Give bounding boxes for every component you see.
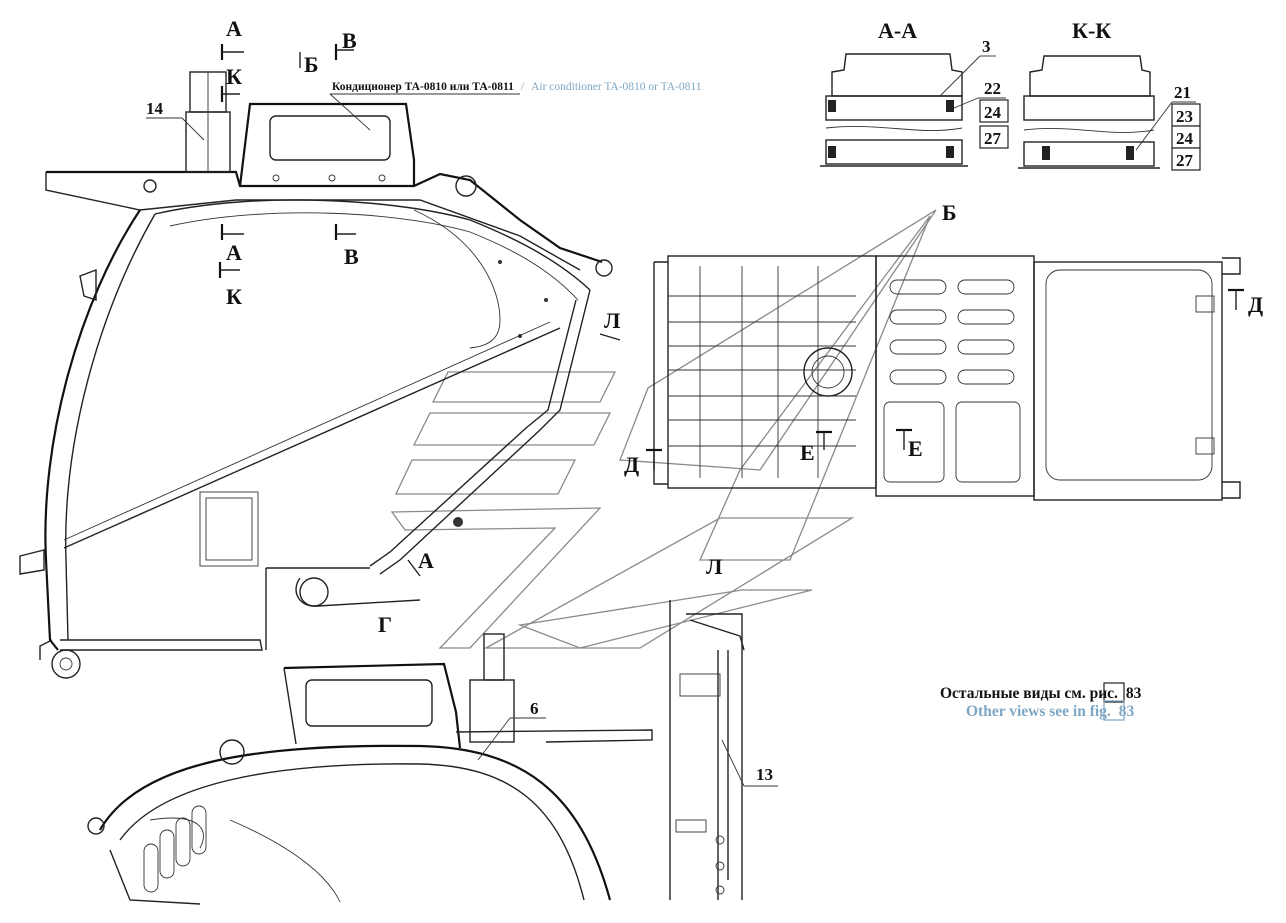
caption-separator: / — [521, 81, 525, 93]
note-ru-ref-box — [1103, 682, 1125, 703]
position-24a: 24 — [984, 103, 1002, 122]
position-23: 23 — [1176, 107, 1193, 126]
caption-en: Air conditioner TA-0810 or TA-0811 — [531, 81, 702, 93]
note-ru: Остальные виды см. рис. 83 — [940, 685, 1142, 702]
note-en-ref: 83 — [1119, 703, 1135, 720]
position-box-24a — [979, 99, 1009, 123]
view-g-detail — [87, 633, 653, 905]
cab-top-view — [653, 255, 1241, 501]
note-en-ref-box — [1103, 700, 1125, 721]
view-letter-d-left: Д — [624, 452, 639, 477]
position-22: 22 — [984, 79, 1001, 98]
position-box-27b — [1171, 147, 1201, 171]
view-letter-l-bottom: Л — [706, 554, 723, 579]
cab-side-view — [19, 71, 613, 679]
leader-lines — [146, 55, 1196, 787]
section-title-k-k: К-К — [1072, 18, 1111, 43]
position-6: 6 — [530, 699, 539, 718]
watermark-logo — [390, 209, 937, 649]
position-27b: 27 — [1176, 151, 1194, 170]
view-l-detail — [669, 600, 745, 900]
view-letter-b-right: Б — [942, 200, 957, 225]
view-letter-a-low: А — [418, 548, 434, 573]
note-ru-ref: 83 — [1126, 685, 1142, 702]
position-box-27a — [979, 125, 1009, 149]
view-letter-v-top: В — [342, 28, 357, 53]
view-letter-a-mid: А — [226, 240, 242, 265]
view-letter-e-left: Е — [800, 440, 815, 465]
view-letter-d-right: Д — [1248, 292, 1263, 317]
caption: Кондиционер ТА-0810 или ТА-0811 / Air co… — [332, 77, 702, 94]
position-3: 3 — [982, 37, 991, 56]
view-letter-k-mid: К — [226, 284, 242, 309]
section-title-a-a: А-А — [878, 18, 917, 43]
view-letter-l-right: Л — [604, 308, 621, 333]
note-ru-text: Остальные виды см. рис. — [940, 685, 1118, 702]
view-letter-a-top: А — [226, 16, 242, 41]
view-letter-e-right: Е — [908, 436, 923, 461]
section-a-a — [820, 53, 968, 167]
note-en: Other views see in fig. 83 — [966, 703, 1135, 720]
section-arrows — [218, 44, 1244, 577]
position-14: 14 — [146, 99, 164, 118]
caption-ru: Кондиционер ТА-0810 или ТА-0811 — [332, 81, 514, 93]
position-21: 21 — [1174, 83, 1191, 102]
view-letter-k-top: К — [226, 64, 242, 89]
note-en-text: Other views see in fig. — [966, 703, 1111, 720]
position-13: 13 — [756, 765, 773, 784]
section-k-k — [1018, 55, 1160, 169]
view-letter-g: Г — [378, 612, 392, 637]
position-27a: 27 — [984, 129, 1002, 148]
position-24b: 24 — [1176, 129, 1194, 148]
view-letter-b-top: Б — [304, 52, 319, 77]
view-letter-v-mid: В — [344, 244, 359, 269]
